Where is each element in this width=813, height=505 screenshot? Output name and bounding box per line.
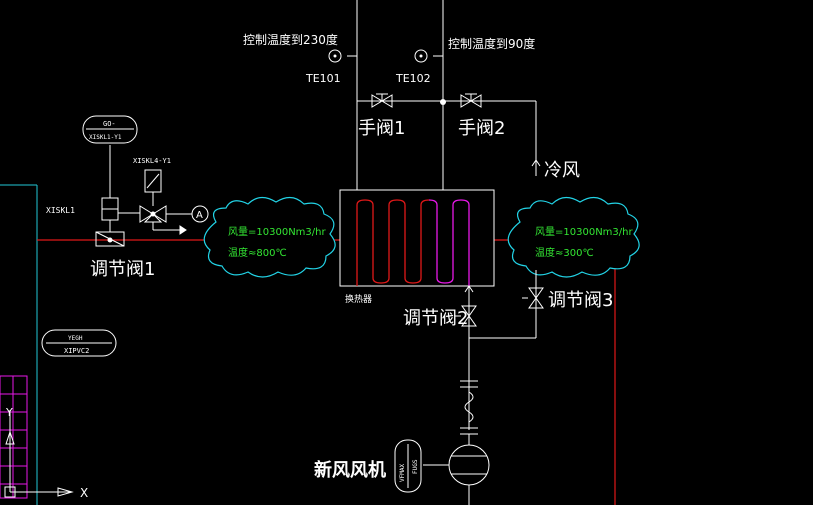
tag-go-sub: XISKL1-Y1 [89, 134, 122, 141]
axis-x-label: X [80, 486, 88, 500]
cloud-right: 风量=10300Nm3/hr 温度≈300℃ [507, 196, 640, 278]
cloud-right-flow: 风量=10300Nm3/hr [535, 226, 633, 238]
cloud-left-flow: 风量=10300Nm3/hr [228, 226, 326, 238]
top-piping [347, 0, 537, 190]
te102-label: TE102 [395, 72, 431, 85]
te101-label: TE101 [305, 72, 341, 85]
tag-mid-top: YEGH [68, 335, 83, 342]
te101-sensor[interactable] [328, 49, 342, 63]
cold-air-arrow [531, 159, 541, 176]
manual-valve-1[interactable] [371, 93, 393, 108]
tag-go-bubble: GO- XISKL1-Y1 [82, 115, 138, 144]
tag-mid-bubble: YEGH XIPVC2 [41, 329, 117, 357]
axis-y-label: Y [5, 406, 13, 419]
tag-go: GO- [103, 120, 116, 128]
tag-mid-bottom: XIPVC2 [64, 347, 89, 355]
heat-exchanger-label: 换热器 [345, 293, 372, 305]
bypass-piping [464, 270, 537, 430]
left-frame [0, 184, 38, 505]
manual-valve-2-label: 手阀2 [458, 118, 505, 139]
control-valve-3-label: 调节阀3 [548, 290, 613, 311]
fan-tag-bubble: VFMAX FUGS [394, 439, 422, 493]
heat-exchanger[interactable] [339, 189, 495, 287]
tag-xisklx: XISKL4-Y1 [133, 157, 171, 165]
cloud-right-temp: 温度≈300℃ [535, 246, 594, 259]
cold-air-label: 冷风 [544, 160, 580, 181]
control-temp-2-label: 控制温度到90度 [448, 36, 535, 51]
control-valve-2[interactable] [455, 305, 477, 327]
cloud-left: 风量=10300Nm3/hr 温度≈800℃ [203, 196, 336, 278]
control-valve-1[interactable] [95, 145, 140, 247]
instrument-a[interactable]: A [191, 205, 209, 223]
tag-xiskl1: XISKL1 [46, 206, 75, 215]
fresh-air-fan[interactable] [423, 434, 490, 505]
fresh-air-fan-label: 新风风机 [314, 459, 386, 481]
manual-valve-1-label: 手阀1 [358, 118, 405, 139]
control-temp-1-label: 控制温度到230度 [243, 32, 338, 47]
manual-valve-2[interactable] [460, 93, 482, 108]
cloud-left-temp: 温度≈800℃ [228, 246, 287, 259]
ucs-axis-icon [4, 410, 74, 498]
te102-sensor[interactable] [414, 49, 428, 63]
control-valve-1-label: 调节阀1 [90, 259, 155, 280]
side-panel-grid [0, 375, 28, 499]
instrument-a-label: A [196, 210, 203, 221]
fan-tag-2: FUGS [412, 459, 419, 474]
tee-junction [440, 99, 446, 105]
control-valve-3[interactable] [522, 287, 544, 309]
control-valve-2-label: 调节阀2 [403, 308, 468, 329]
fan-tag-1: VFMAX [399, 464, 406, 482]
solenoid-valve[interactable] [139, 169, 192, 235]
